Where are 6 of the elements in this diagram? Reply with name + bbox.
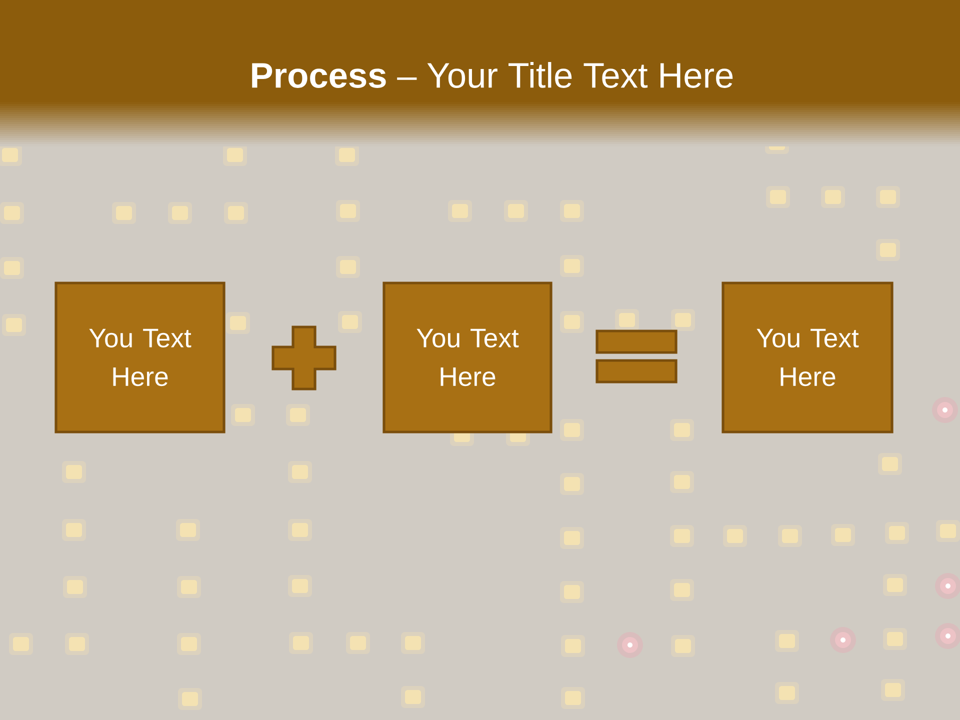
process-box: You Text Here xyxy=(722,282,894,434)
process-box: You Text Here xyxy=(54,282,226,434)
process-box: You Text Here xyxy=(382,282,552,434)
equals-sign xyxy=(596,330,678,384)
slide-title: Process – Your Title Text Here xyxy=(252,62,733,88)
plus-sign xyxy=(272,326,336,390)
